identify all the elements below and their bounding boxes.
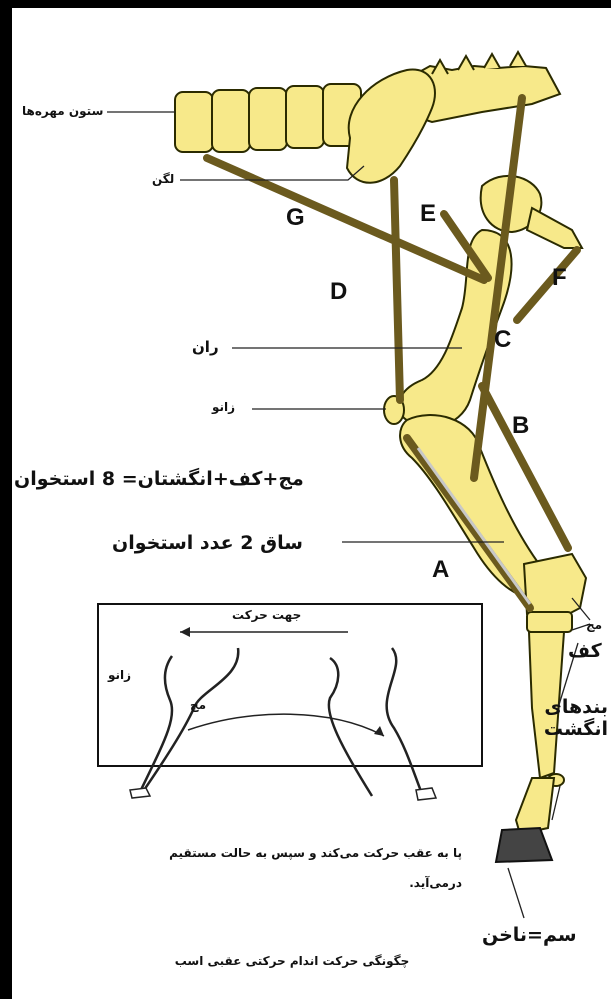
motion-inset	[98, 604, 482, 800]
figure-frame: .bone { fill:#f7e98a; stroke:#2b2b00; st…	[12, 8, 611, 999]
leader-lines	[107, 112, 590, 918]
inset-ankle-label: مج	[190, 698, 206, 712]
muscle-letter-e: E	[420, 200, 436, 228]
muscle-letter-b: B	[512, 412, 529, 440]
label-cannon: کف	[568, 640, 602, 662]
muscle-letter-a: A	[432, 556, 449, 584]
label-pelvis: لگن	[152, 172, 174, 186]
label-tarsal-note: مج+کف+انگشتان= 8 استخوان	[14, 468, 304, 490]
inset-direction-label: جهت حرکت	[232, 608, 301, 622]
label-phalanges: بندهای انگشت	[548, 696, 608, 740]
muscle-letter-f: F	[552, 264, 567, 292]
muscle-letter-c: C	[494, 326, 511, 354]
pelvis-bone	[347, 70, 435, 183]
hoof	[496, 828, 552, 862]
inset-caption: پا به عقب حرکت می‌کند و سپس به حالت مستق…	[132, 838, 462, 898]
vertebrae-bones	[175, 84, 361, 152]
label-tibia-note: ساق 2 عدد استخوان	[112, 532, 303, 554]
label-ankle: مج	[586, 618, 602, 632]
bottom-caption: چگونگی حرکت اندام حرکتی عقبی اسب	[132, 954, 452, 968]
label-femur: ران	[192, 338, 219, 356]
muscle-letter-d: D	[330, 278, 347, 306]
label-knee: زانو	[212, 400, 235, 414]
label-hoof: سم=ناخن	[482, 924, 577, 946]
phalanges-bones	[516, 778, 554, 834]
label-vertebrae: ستون مهره‌ها	[22, 104, 103, 118]
inset-knee-label: زانو	[108, 668, 131, 682]
muscle-letter-g: G	[286, 204, 305, 232]
